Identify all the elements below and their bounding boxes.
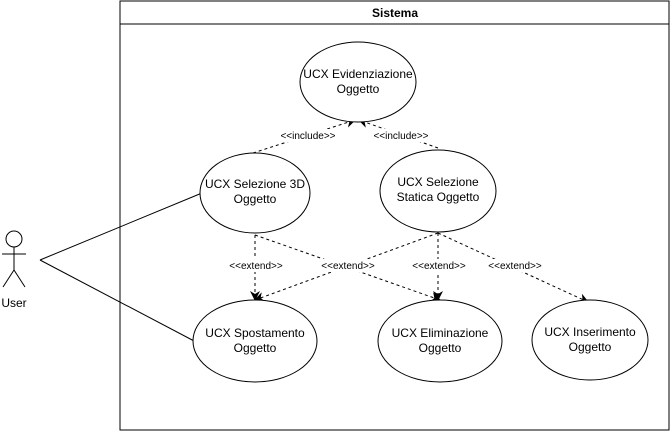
use-case-label: Oggetto: [234, 341, 277, 355]
actor-user[interactable]: User: [1, 230, 27, 310]
use-case-label: UCX Eliminazione: [392, 326, 489, 340]
use-case-label: Statica Oggetto: [397, 190, 480, 204]
use-case-eliminazione[interactable]: UCX Eliminazione Oggetto: [377, 299, 503, 383]
extend-label-bg-4: [485, 259, 545, 272]
actor-head: [5, 230, 23, 248]
use-case-selezione-statica[interactable]: UCX Selezione Statica Oggetto: [379, 149, 497, 233]
use-case-evidenziazione[interactable]: UCX Evidenziazione Oggetto: [299, 41, 417, 123]
use-case-label: UCX Spostamento: [205, 326, 305, 340]
actor-label: User: [1, 296, 26, 310]
use-case-label: Oggetto: [569, 340, 612, 354]
include-label-bg-left: [277, 129, 339, 142]
extend-label-1: <<extend>>: [229, 261, 283, 272]
use-case-label: UCX Selezione 3D: [205, 177, 305, 191]
use-case-label: UCX Evidenziazione: [303, 67, 413, 81]
include-label-right: <<include>>: [373, 131, 428, 142]
extend-label-2: <<extend>>: [321, 261, 375, 272]
use-case-spostamento[interactable]: UCX Spostamento Oggetto: [192, 299, 318, 383]
use-case-inserimento[interactable]: UCX Inserimento Oggetto: [531, 299, 649, 381]
association-user-selezione3d[interactable]: [39, 192, 203, 261]
include-arrow-selezionestatica[interactable]: [358, 118, 439, 149]
actor-left-leg: [2, 269, 15, 288]
actor-right-leg: [13, 269, 26, 288]
use-case-label: UCX Selezione: [397, 175, 479, 189]
include-label-bg-right: [370, 129, 432, 142]
extend-label-3: <<extend>>: [412, 261, 466, 272]
include-label-left: <<include>>: [280, 131, 335, 142]
extend-label-bg-3: [409, 259, 469, 272]
extend-label-4: <<extend>>: [488, 261, 542, 272]
use-case-label: UCX Inserimento: [544, 325, 636, 339]
use-case-label: Oggetto: [234, 192, 277, 206]
system-title: Sistema: [372, 6, 418, 20]
extend-label-bg-1: [226, 259, 286, 272]
extend-label-bg-2: [318, 259, 378, 272]
association-user-spostamento[interactable]: [39, 259, 197, 343]
use-case-label: Oggetto: [419, 341, 462, 355]
use-case-selezione-3d[interactable]: UCX Selezione 3D Oggetto: [199, 152, 311, 234]
use-case-label: Oggetto: [337, 82, 380, 96]
